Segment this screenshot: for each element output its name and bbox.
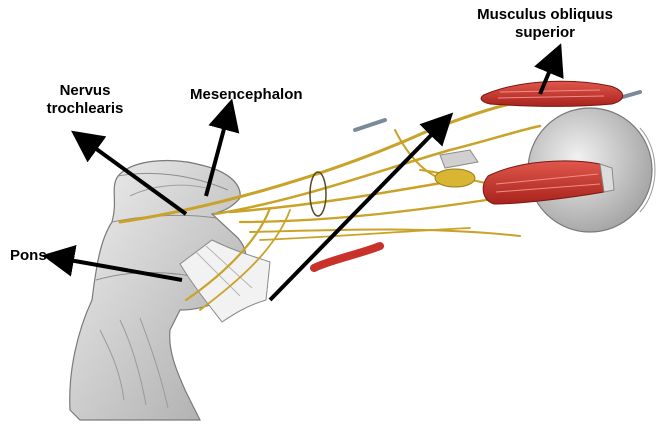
label-pons: Pons: [10, 247, 60, 265]
nerve-loop: [310, 172, 326, 216]
label-nervus-trochlearis: Nervus trochlearis: [10, 82, 160, 118]
superior-oblique-muscle: [481, 81, 623, 106]
ciliary-ganglion: [435, 150, 478, 187]
label-musculus-obliquus-superior: Musculus obliquus superior: [445, 6, 645, 42]
label-nervus-line2: trochlearis: [10, 100, 160, 118]
label-musculus-line2: superior: [445, 24, 645, 42]
vessel-red: [314, 246, 380, 268]
arrow-trochlear-pathway: [270, 124, 442, 300]
label-nervus-line1: Nervus: [10, 82, 160, 100]
label-mesencephalon: Mesencephalon: [190, 86, 330, 104]
label-musculus-line1: Musculus obliquus: [445, 6, 645, 24]
